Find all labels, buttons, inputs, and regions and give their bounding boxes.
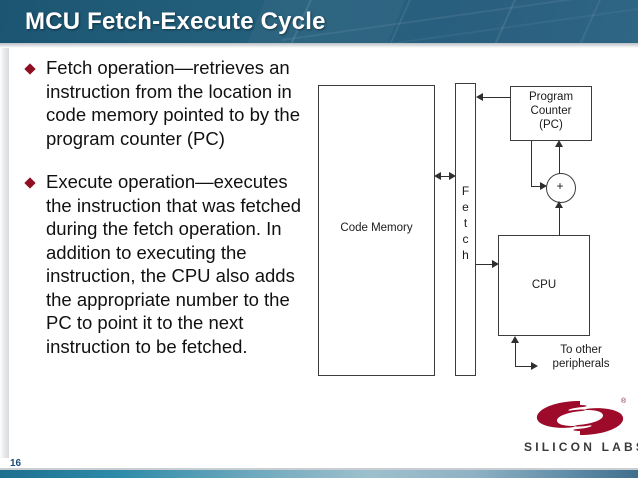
adder-to-pc-arrow (555, 140, 563, 147)
bus-to-cpu-line (476, 264, 494, 266)
title-bar (0, 0, 638, 43)
slide-title: MCU Fetch-Execute Cycle (25, 8, 326, 35)
memory-bus-arrow-left (434, 172, 441, 180)
fetch-letter: t (463, 216, 468, 230)
registered-trademark-icon: ® (621, 398, 627, 405)
adder-circle (546, 173, 576, 203)
footer-edge (0, 468, 638, 470)
pc-line-1: Program (528, 91, 574, 103)
pc-feedback-vertical (531, 141, 533, 187)
list-item: Execute operation—executes the instructi… (16, 170, 316, 358)
pc-to-bus-arrow (476, 93, 483, 101)
adder-to-pc-line (559, 146, 561, 174)
peripherals-vertical-line (515, 342, 517, 367)
cpu-label: CPU (531, 279, 557, 291)
cpu-box (498, 235, 590, 336)
bullet-text: Fetch operation—retrieves an instruction… (46, 57, 301, 149)
silicon-labs-mark-icon (536, 401, 624, 435)
pc-line-2: Counter (530, 105, 572, 117)
footer-bar (0, 470, 638, 478)
memory-bus-line (438, 176, 452, 178)
fetch-letter: e (462, 200, 469, 214)
peripherals-line-1: To other (560, 344, 602, 356)
pc-feedback-horizontal (531, 186, 543, 188)
peripherals-horizontal-line (515, 366, 533, 368)
peripherals-line-2: peripherals (552, 358, 610, 370)
adder-plus-label: + (556, 179, 564, 193)
cpu-to-adder-line (559, 207, 561, 236)
peripherals-up-arrow (511, 336, 519, 343)
diamond-bullet-icon (24, 177, 36, 189)
fetch-letter: c (462, 232, 469, 246)
pc-line-3: (PC) (539, 119, 563, 131)
bullet-text: Execute operation—executes the instructi… (46, 171, 302, 357)
fetch-bus-box (455, 83, 476, 376)
program-counter-label: Program Counter (PC) (510, 90, 592, 132)
title-bar-shadow (0, 43, 638, 48)
list-item: Fetch operation—retrieves an instruction… (16, 56, 316, 150)
bus-to-cpu-arrow (492, 260, 499, 268)
page-number: 16 (10, 458, 22, 469)
bullet-list: Fetch operation—retrieves an instruction… (16, 56, 316, 372)
cpu-to-adder-arrow (555, 201, 563, 208)
pc-feedback-arrow (540, 182, 547, 190)
peripherals-right-arrow (531, 362, 538, 370)
pc-to-bus-line (481, 97, 511, 99)
code-memory-box (318, 85, 435, 376)
title-facet (565, 0, 617, 43)
left-rail (0, 48, 9, 458)
diamond-bullet-icon (24, 63, 36, 75)
fetch-letter: h (462, 248, 469, 262)
code-memory-label: Code Memory (340, 222, 413, 234)
memory-bus-arrow-right (449, 172, 456, 180)
peripherals-label: To other peripherals (533, 343, 629, 371)
fetch-letter: F (461, 184, 470, 198)
silicon-labs-logo: ® SILICON LABS (524, 398, 638, 462)
program-counter-box (510, 86, 592, 141)
fetch-bus-label: F e t c h (455, 183, 476, 263)
silicon-labs-wordmark: SILICON LABS (524, 440, 638, 454)
